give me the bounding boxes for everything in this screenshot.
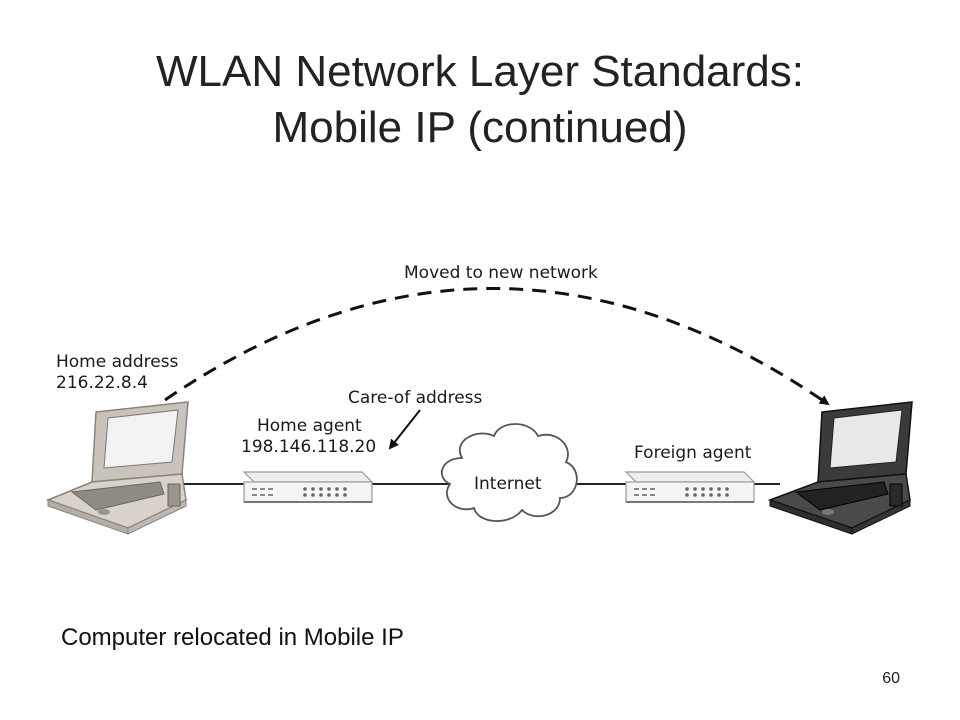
foreign-agent-label: Foreign agent — [634, 443, 752, 463]
title-line-2: Mobile IP (continued) — [272, 103, 688, 152]
home-laptop-icon — [45, 401, 189, 535]
slide-title: WLAN Network Layer Standards: Mobile IP … — [60, 44, 900, 156]
title-line-1: WLAN Network Layer Standards: — [155, 47, 805, 96]
home-address-label: Home address — [56, 352, 179, 372]
foreign-agent-router — [624, 471, 756, 503]
home-agent-router — [242, 471, 374, 503]
relocated-laptop-icon — [767, 401, 913, 535]
care-of-label: Care-of address — [348, 388, 483, 408]
home-address-ip: 216.22.8.4 — [56, 373, 148, 393]
home-agent-ip: 198.146.118.20 — [241, 437, 376, 457]
page-number: 60 — [882, 670, 900, 687]
moved-label: Moved to new network — [404, 263, 598, 283]
care-of-arrow — [388, 409, 421, 450]
internet-label: Internet — [474, 474, 542, 494]
moved-arc-arrow — [164, 287, 830, 406]
home-agent-label: Home agent — [257, 416, 362, 436]
figure-caption: Computer relocated in Mobile IP — [61, 624, 404, 651]
internet-cloud: Internet — [440, 423, 578, 522]
